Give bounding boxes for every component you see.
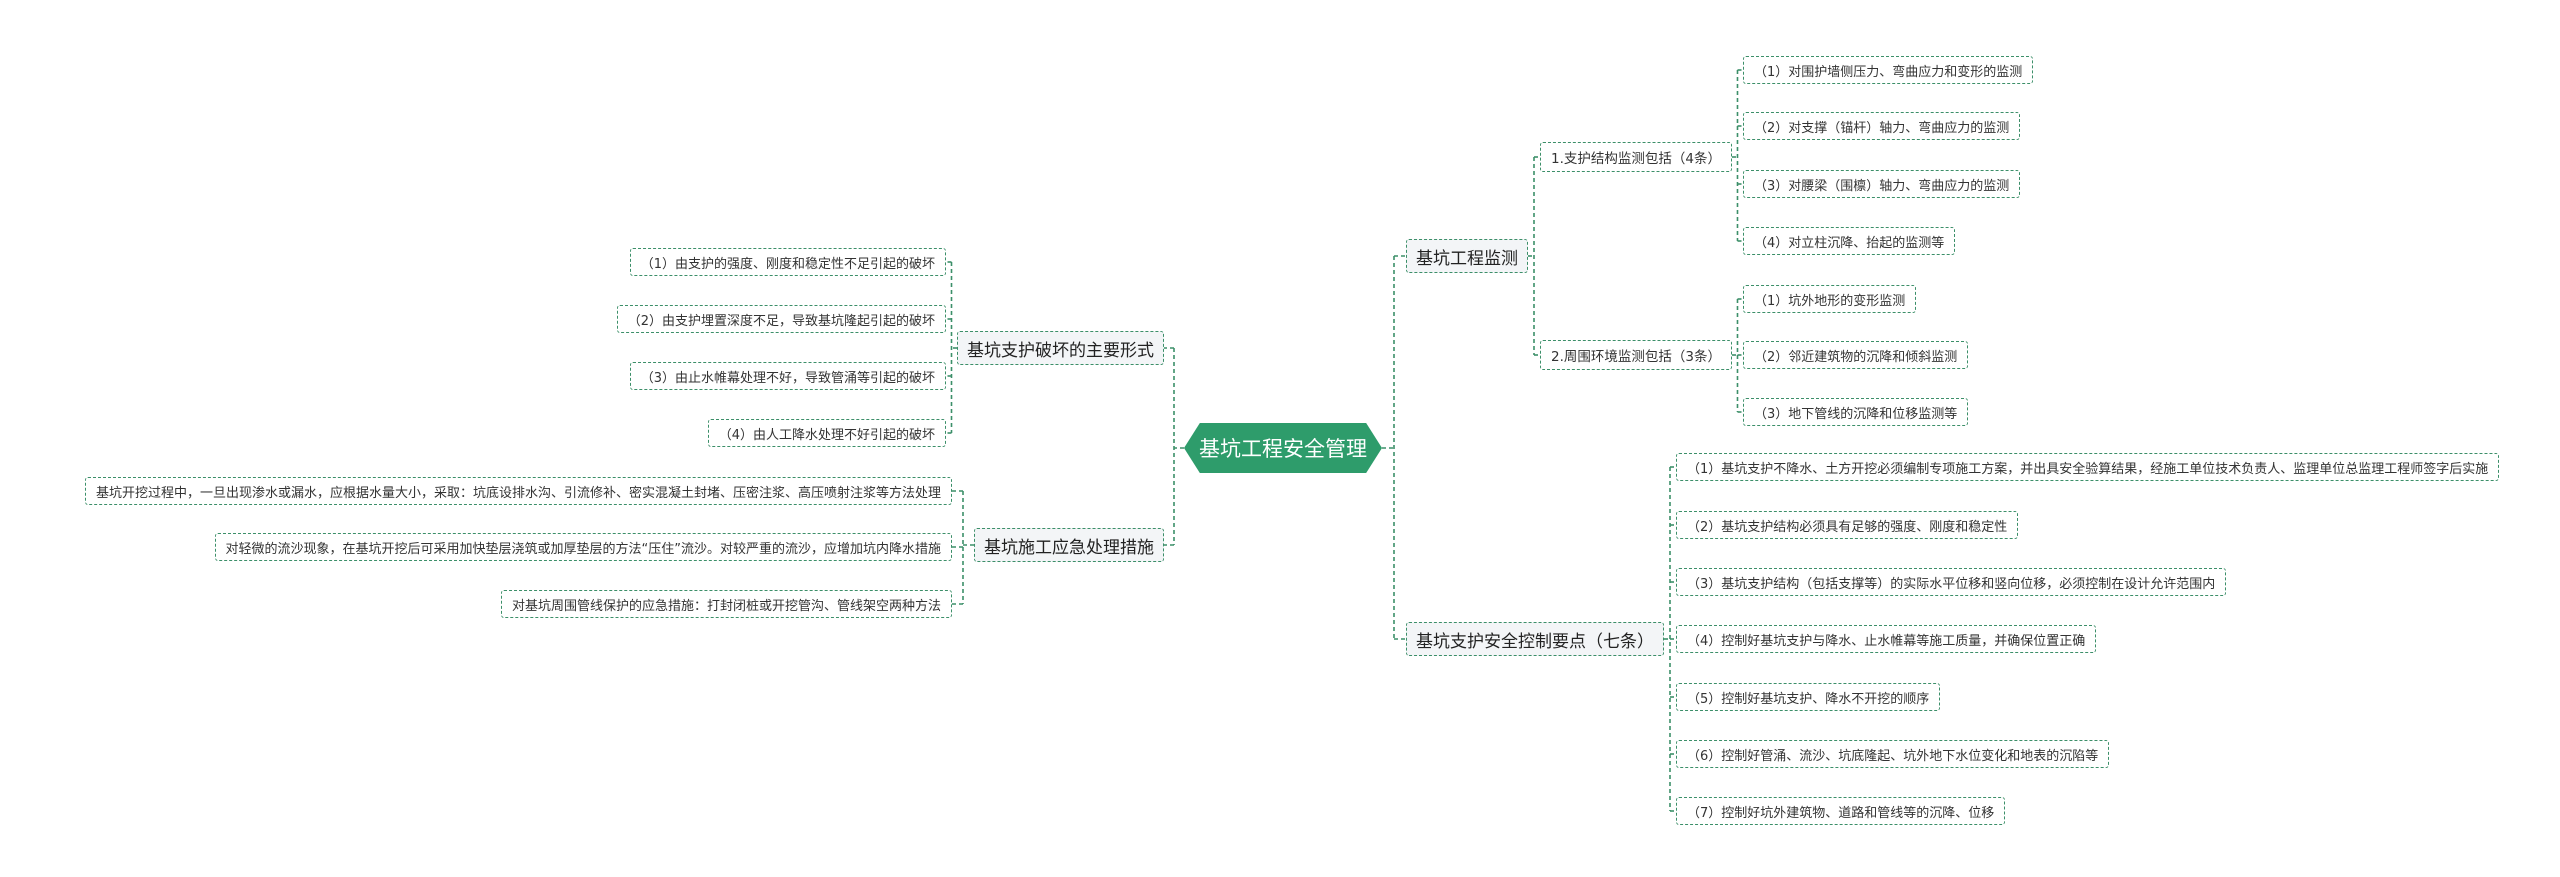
- subtopic-environment-monitoring[interactable]: 2.周围环境监测包括（3条）: [1540, 340, 1732, 370]
- leaf-item[interactable]: 基坑开挖过程中，一旦出现渗水或漏水，应根据水量大小，采取：坑底设排水沟、引流修补…: [84, 477, 952, 505]
- leaf-item[interactable]: （2）对支撑（锚杆）轴力、弯曲应力的监测: [1743, 112, 2021, 140]
- leaf-item[interactable]: （4）由人工降水处理不好引起的破坏: [707, 419, 946, 447]
- leaf-item[interactable]: （4）对立柱沉降、抬起的监测等: [1743, 227, 1956, 255]
- leaf-item[interactable]: （1）基坑支护不降水、土方开挖必须编制专项施工方案，并出具安全验算结果，经施工单…: [1676, 453, 2500, 481]
- leaf-item[interactable]: （4）控制好基坑支护与降水、止水帷幕等施工质量，并确保位置正确: [1676, 625, 2097, 653]
- topic-support-safety-control-points[interactable]: 基坑支护安全控制要点（七条）: [1406, 622, 1664, 656]
- leaf-item[interactable]: （3）由止水帷幕处理不好，导致管涌等引起的破坏: [629, 362, 946, 390]
- root-topic[interactable]: 基坑工程安全管理: [1184, 423, 1382, 473]
- leaf-item[interactable]: （2）基坑支护结构必须具有足够的强度、刚度和稳定性: [1676, 511, 2019, 539]
- leaf-item[interactable]: （2）邻近建筑物的沉降和倾斜监测: [1743, 341, 1969, 369]
- leaf-item[interactable]: （7）控制好坑外建筑物、道路和管线等的沉降、位移: [1676, 797, 2006, 825]
- leaf-item[interactable]: （6）控制好管涌、流沙、坑底隆起、坑外地下水位变化和地表的沉陷等: [1676, 740, 2110, 768]
- leaf-item[interactable]: （3）地下管线的沉降和位移监测等: [1743, 398, 1969, 426]
- leaf-item[interactable]: （2）由支护埋置深度不足，导致基坑隆起引起的破坏: [616, 305, 946, 333]
- leaf-item[interactable]: （1）由支护的强度、刚度和稳定性不足引起的破坏: [629, 248, 946, 276]
- leaf-item[interactable]: （1）对围护墙侧压力、弯曲应力和变形的监测: [1743, 56, 2034, 84]
- subtopic-support-structure-monitoring[interactable]: 1.支护结构监测包括（4条）: [1540, 142, 1732, 172]
- leaf-item[interactable]: （3）对腰梁（围檩）轴力、弯曲应力的监测: [1743, 170, 2021, 198]
- leaf-item[interactable]: 对基坑周围管线保护的应急措施：打封闭桩或开挖管沟、管线架空两种方法: [500, 590, 952, 618]
- leaf-item[interactable]: （1）坑外地形的变形监测: [1743, 285, 1917, 313]
- topic-support-failure-modes[interactable]: 基坑支护破坏的主要形式: [957, 331, 1164, 365]
- leaf-item[interactable]: （3）基坑支护结构（包括支撑等）的实际水平位移和竖向位移，必须控制在设计允许范围…: [1676, 568, 2227, 596]
- topic-foundation-pit-monitoring[interactable]: 基坑工程监测: [1406, 239, 1528, 273]
- leaf-item[interactable]: （5）控制好基坑支护、降水不开挖的顺序: [1676, 683, 1941, 711]
- topic-emergency-measures[interactable]: 基坑施工应急处理措施: [974, 528, 1164, 562]
- leaf-item[interactable]: 对轻微的流沙现象，在基坑开挖后可采用加快垫层浇筑或加厚垫层的方法“压住”流沙。对…: [214, 533, 952, 561]
